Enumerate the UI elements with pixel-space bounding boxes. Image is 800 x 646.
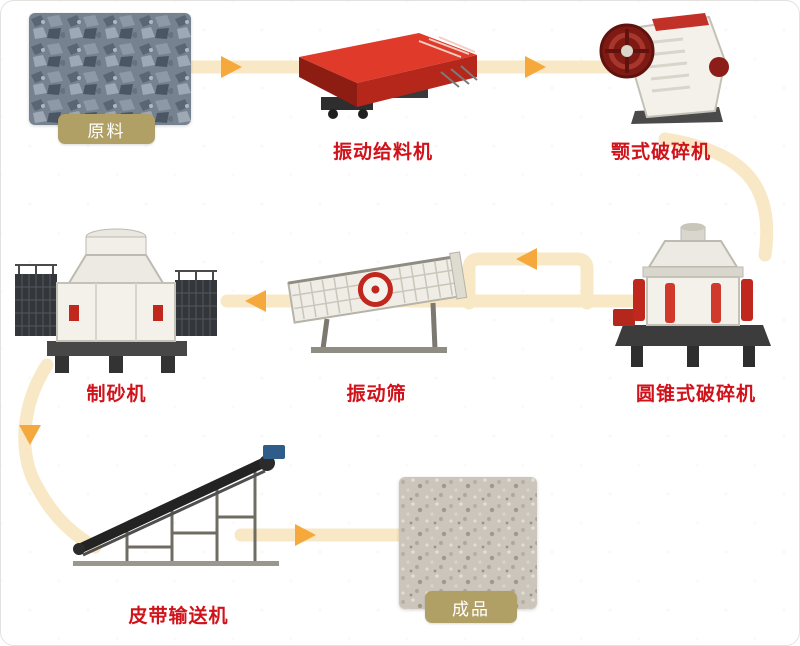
vibrating-feeder-illustration [291,27,481,122]
sand-maker-label: 制砂机 [86,384,147,405]
flow-arrow [516,248,537,270]
raw-material-label: 原料 [87,121,126,141]
cone-crusher-label: 圆锥式破碎机 [635,384,756,405]
finished-product-photo [399,477,537,609]
vibrating-screen-label: 振动筛 [346,384,407,405]
sand-maker-image [15,228,217,373]
jaw-crusher-illustration [597,9,732,129]
raw-material-photo [29,13,191,125]
belt-conveyor-label: 皮带输送机 [128,606,229,627]
cone-crusher-image [613,223,771,367]
flow-arrow [245,290,266,312]
flow-arrow [295,524,316,546]
cone-crusher-illustration [613,223,773,375]
flow-arrows [19,56,546,546]
sand-texture-image [399,477,537,609]
flow-arrow [525,56,546,78]
finished-product-badge: 成品 [425,591,517,623]
flow-arrow [221,56,242,78]
jaw-crusher-image [599,13,729,124]
vibrating-screen-image [287,251,468,353]
flow-arrow [19,425,41,445]
belt-conveyor-image [73,445,285,566]
vibrating-feeder-image [299,33,478,119]
vibrating-screen-illustration [283,241,475,359]
vibrating-feeder-label: 振动给料机 [332,142,433,163]
belt-conveyor-illustration [67,437,289,573]
sand-maker-illustration [11,221,223,383]
gravel-texture-image [29,13,191,125]
jaw-crusher-label: 颚式破碎机 [610,142,711,163]
raw-material-badge: 原料 [58,114,155,144]
finished-product-label: 成品 [452,599,490,619]
